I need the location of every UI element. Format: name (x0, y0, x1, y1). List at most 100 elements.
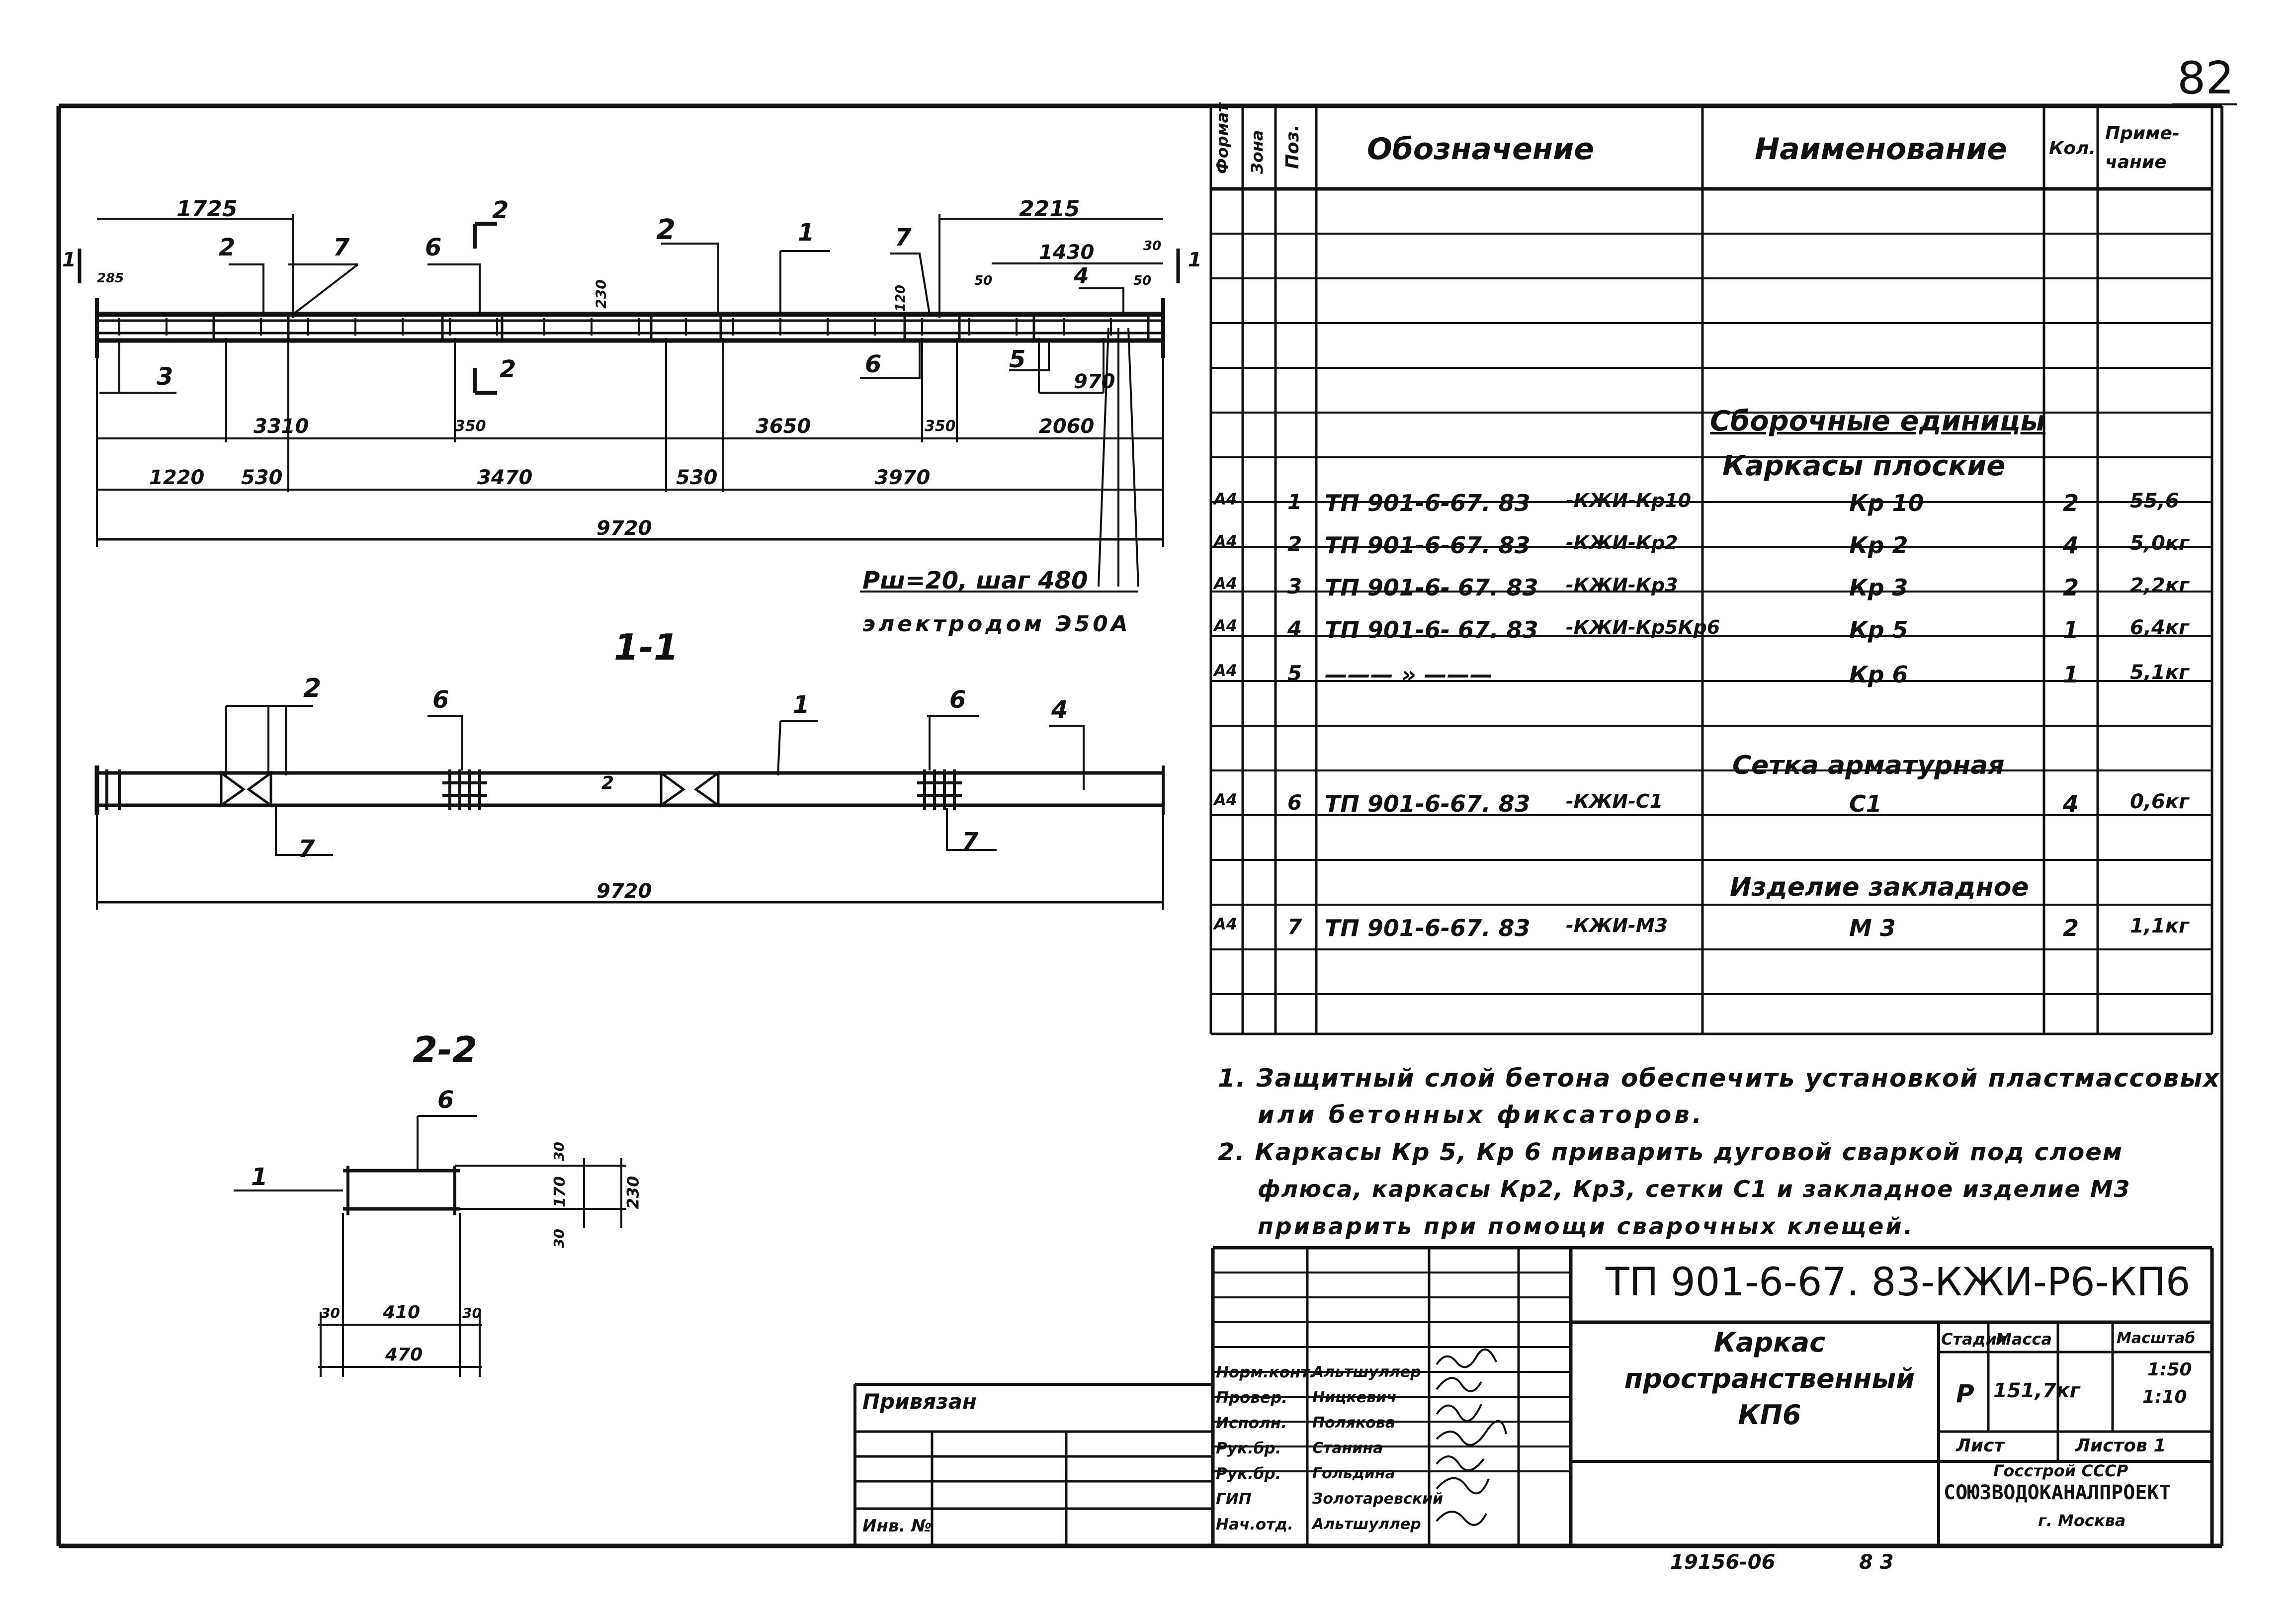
spec-cell-designation: ТП 901-6- 67. 83 (1325, 574, 1538, 601)
spec-cell-format: А4 (1214, 616, 1238, 635)
s22-dim-230: 230 (623, 1176, 643, 1209)
spec-cell-code: -КЖИ-С1 (1566, 790, 1663, 812)
role-label: Исполн. (1216, 1414, 1287, 1432)
spec-cell-code: -КЖИ-Кр5Кр6 (1566, 616, 1720, 638)
title-block-rowlines (1213, 1272, 1571, 1472)
pos-7-a: 7 (333, 234, 350, 261)
role-person: Золотаревский (1312, 1490, 1444, 1508)
org-line-3: г. Москва (2038, 1511, 2126, 1530)
header-designation: Обозначение (1367, 132, 1595, 167)
spec-cell-pos: 2 (1287, 532, 1302, 556)
scale-label: Масштаб (2117, 1330, 2196, 1347)
pos-7-b: 7 (895, 224, 912, 252)
dim-2215: 2215 (1019, 196, 1080, 222)
dim-50-b: 50 (1133, 273, 1152, 288)
dim-970: 970 (1074, 370, 1115, 393)
spec-cell-qty: 1 (2063, 661, 2079, 688)
dim-30-top: 30 (1143, 239, 1162, 254)
role-label: Норм.конт. (1216, 1363, 1316, 1381)
spec-cell-designation: ТП 901-6-67. 83 (1325, 490, 1531, 516)
note-1-line-1: 1. Защитный слой бетона обеспечить устан… (1218, 1064, 2220, 1093)
section-mark-1-left: 1 (62, 249, 76, 271)
spec-cell-code: -КЖИ-Кр2 (1566, 532, 1678, 554)
plan-view (78, 214, 1180, 593)
s22-pos-1: 1 (251, 1163, 268, 1191)
section-mark-1-right: 1 (1188, 249, 1202, 271)
header-qty: Кол. (2049, 138, 2096, 159)
spec-table-rowlines (1211, 233, 2212, 995)
pos-4: 4 (1074, 263, 1089, 289)
signatures (1436, 1348, 1507, 1526)
spec-cell-pos: 1 (1287, 490, 1302, 514)
spec-cell-note: 0,6кг (2130, 790, 2189, 813)
dim-1220: 1220 (149, 466, 205, 489)
role-label: Рук.бр. (1216, 1440, 1281, 1457)
s22-dim-410: 410 (383, 1302, 421, 1323)
pos-2-a: 2 (219, 234, 236, 261)
bottom-stamp-number: 19156-06 (1670, 1551, 1776, 1574)
bound-label: Привязан (862, 1389, 977, 1414)
pos-1: 1 (798, 219, 815, 247)
weld-note-1: Рш=20, шаг 480 (862, 567, 1088, 595)
spec-cell-note: 2,2кг (2130, 574, 2189, 597)
header-pos: Поз. (1282, 124, 1303, 169)
role-person: Ницкевич (1312, 1389, 1397, 1406)
role-label: Нач.отд. (1216, 1516, 1293, 1533)
spec-table-grid (1209, 106, 2213, 1035)
dim-3470: 3470 (477, 466, 533, 489)
dim-350-b: 350 (925, 418, 956, 435)
dim-530-a: 530 (241, 466, 283, 489)
spec-cell-qty: 2 (2063, 915, 2079, 941)
cut-mark-2-bottom: 2 (500, 355, 516, 383)
spec-cell-format: А4 (1214, 915, 1238, 934)
dim-530-b: 530 (676, 466, 718, 489)
spec-cell-note: 6,4кг (2130, 616, 2189, 639)
spec-cell-qty: 4 (2063, 532, 2079, 559)
s22-dim-30-bottom: 30 (550, 1229, 567, 1248)
sheets-label: Листов 1 (2075, 1436, 2166, 1456)
scale-value-2: 1:10 (2142, 1387, 2187, 1407)
object-name: Каркас пространственный КП6 (1624, 1327, 1915, 1431)
note-2-line-2: флюса, каркасы Кр2, Кр3, сетки С1 и закл… (1258, 1176, 2131, 1202)
s22-dim-30-right: 30 (462, 1305, 482, 1321)
spec-cell-format: А4 (1214, 790, 1238, 809)
spec-cell-code: -КЖИ-Кр10 (1566, 490, 1692, 511)
stage-value: Р (1956, 1379, 1974, 1408)
spec-cell-note: 5,0кг (2130, 532, 2189, 555)
spec-cell-pos: 3 (1287, 574, 1302, 598)
spec-cell-pos: 7 (1287, 915, 1302, 939)
spec-cell-designation: ——— » ——— (1325, 661, 1493, 688)
role-person: Гольдина (1312, 1465, 1395, 1482)
spec-cell-name: Кр 2 (1849, 532, 1908, 559)
org-line-1: Госстрой СССР (1993, 1461, 2128, 1480)
s11-pos-4: 4 (1051, 696, 1068, 724)
dim-9720-section: 9720 (596, 880, 652, 903)
sheet-number: 82 (2177, 52, 2234, 104)
s11-pos-2-inner: 2 (601, 773, 614, 793)
inv-label: Инв. № (862, 1516, 932, 1536)
spec-cell-note: 5,1кг (2130, 661, 2189, 684)
spec-cell-format: А4 (1214, 661, 1238, 680)
section-embedded: Изделие закладное (1730, 872, 2029, 902)
spec-cell-pos: 4 (1287, 616, 1302, 641)
pos-2-b: 2 (656, 214, 676, 246)
s22-dim-30-left: 30 (321, 1305, 340, 1321)
pos-6-b: 6 (865, 350, 882, 378)
s11-pos-6-a: 6 (432, 686, 449, 714)
s22-dim-170: 170 (551, 1176, 569, 1207)
section-1-1-title: 1-1 (614, 626, 679, 668)
dim-1725: 1725 (176, 196, 238, 222)
section-assembly-units: Сборочные единицы (1710, 405, 2046, 437)
spec-cell-name: Кр 10 (1849, 490, 1924, 516)
dim-2060: 2060 (1039, 415, 1095, 438)
note-2-line-1: 2. Каркасы Кр 5, Кр 6 приварить дуговой … (1218, 1138, 2123, 1166)
spec-cell-note: 55,6 (2130, 490, 2179, 512)
document-code: ТП 901-6-67. 83-КЖИ-Р6-КП6 (1606, 1260, 2191, 1305)
section-2-2 (234, 1115, 626, 1377)
spec-cell-name: Кр 5 (1849, 616, 1908, 643)
spec-cell-qty: 2 (2063, 574, 2079, 601)
dim-3970: 3970 (875, 466, 931, 489)
role-person: Альтшуллер (1312, 1516, 1421, 1533)
